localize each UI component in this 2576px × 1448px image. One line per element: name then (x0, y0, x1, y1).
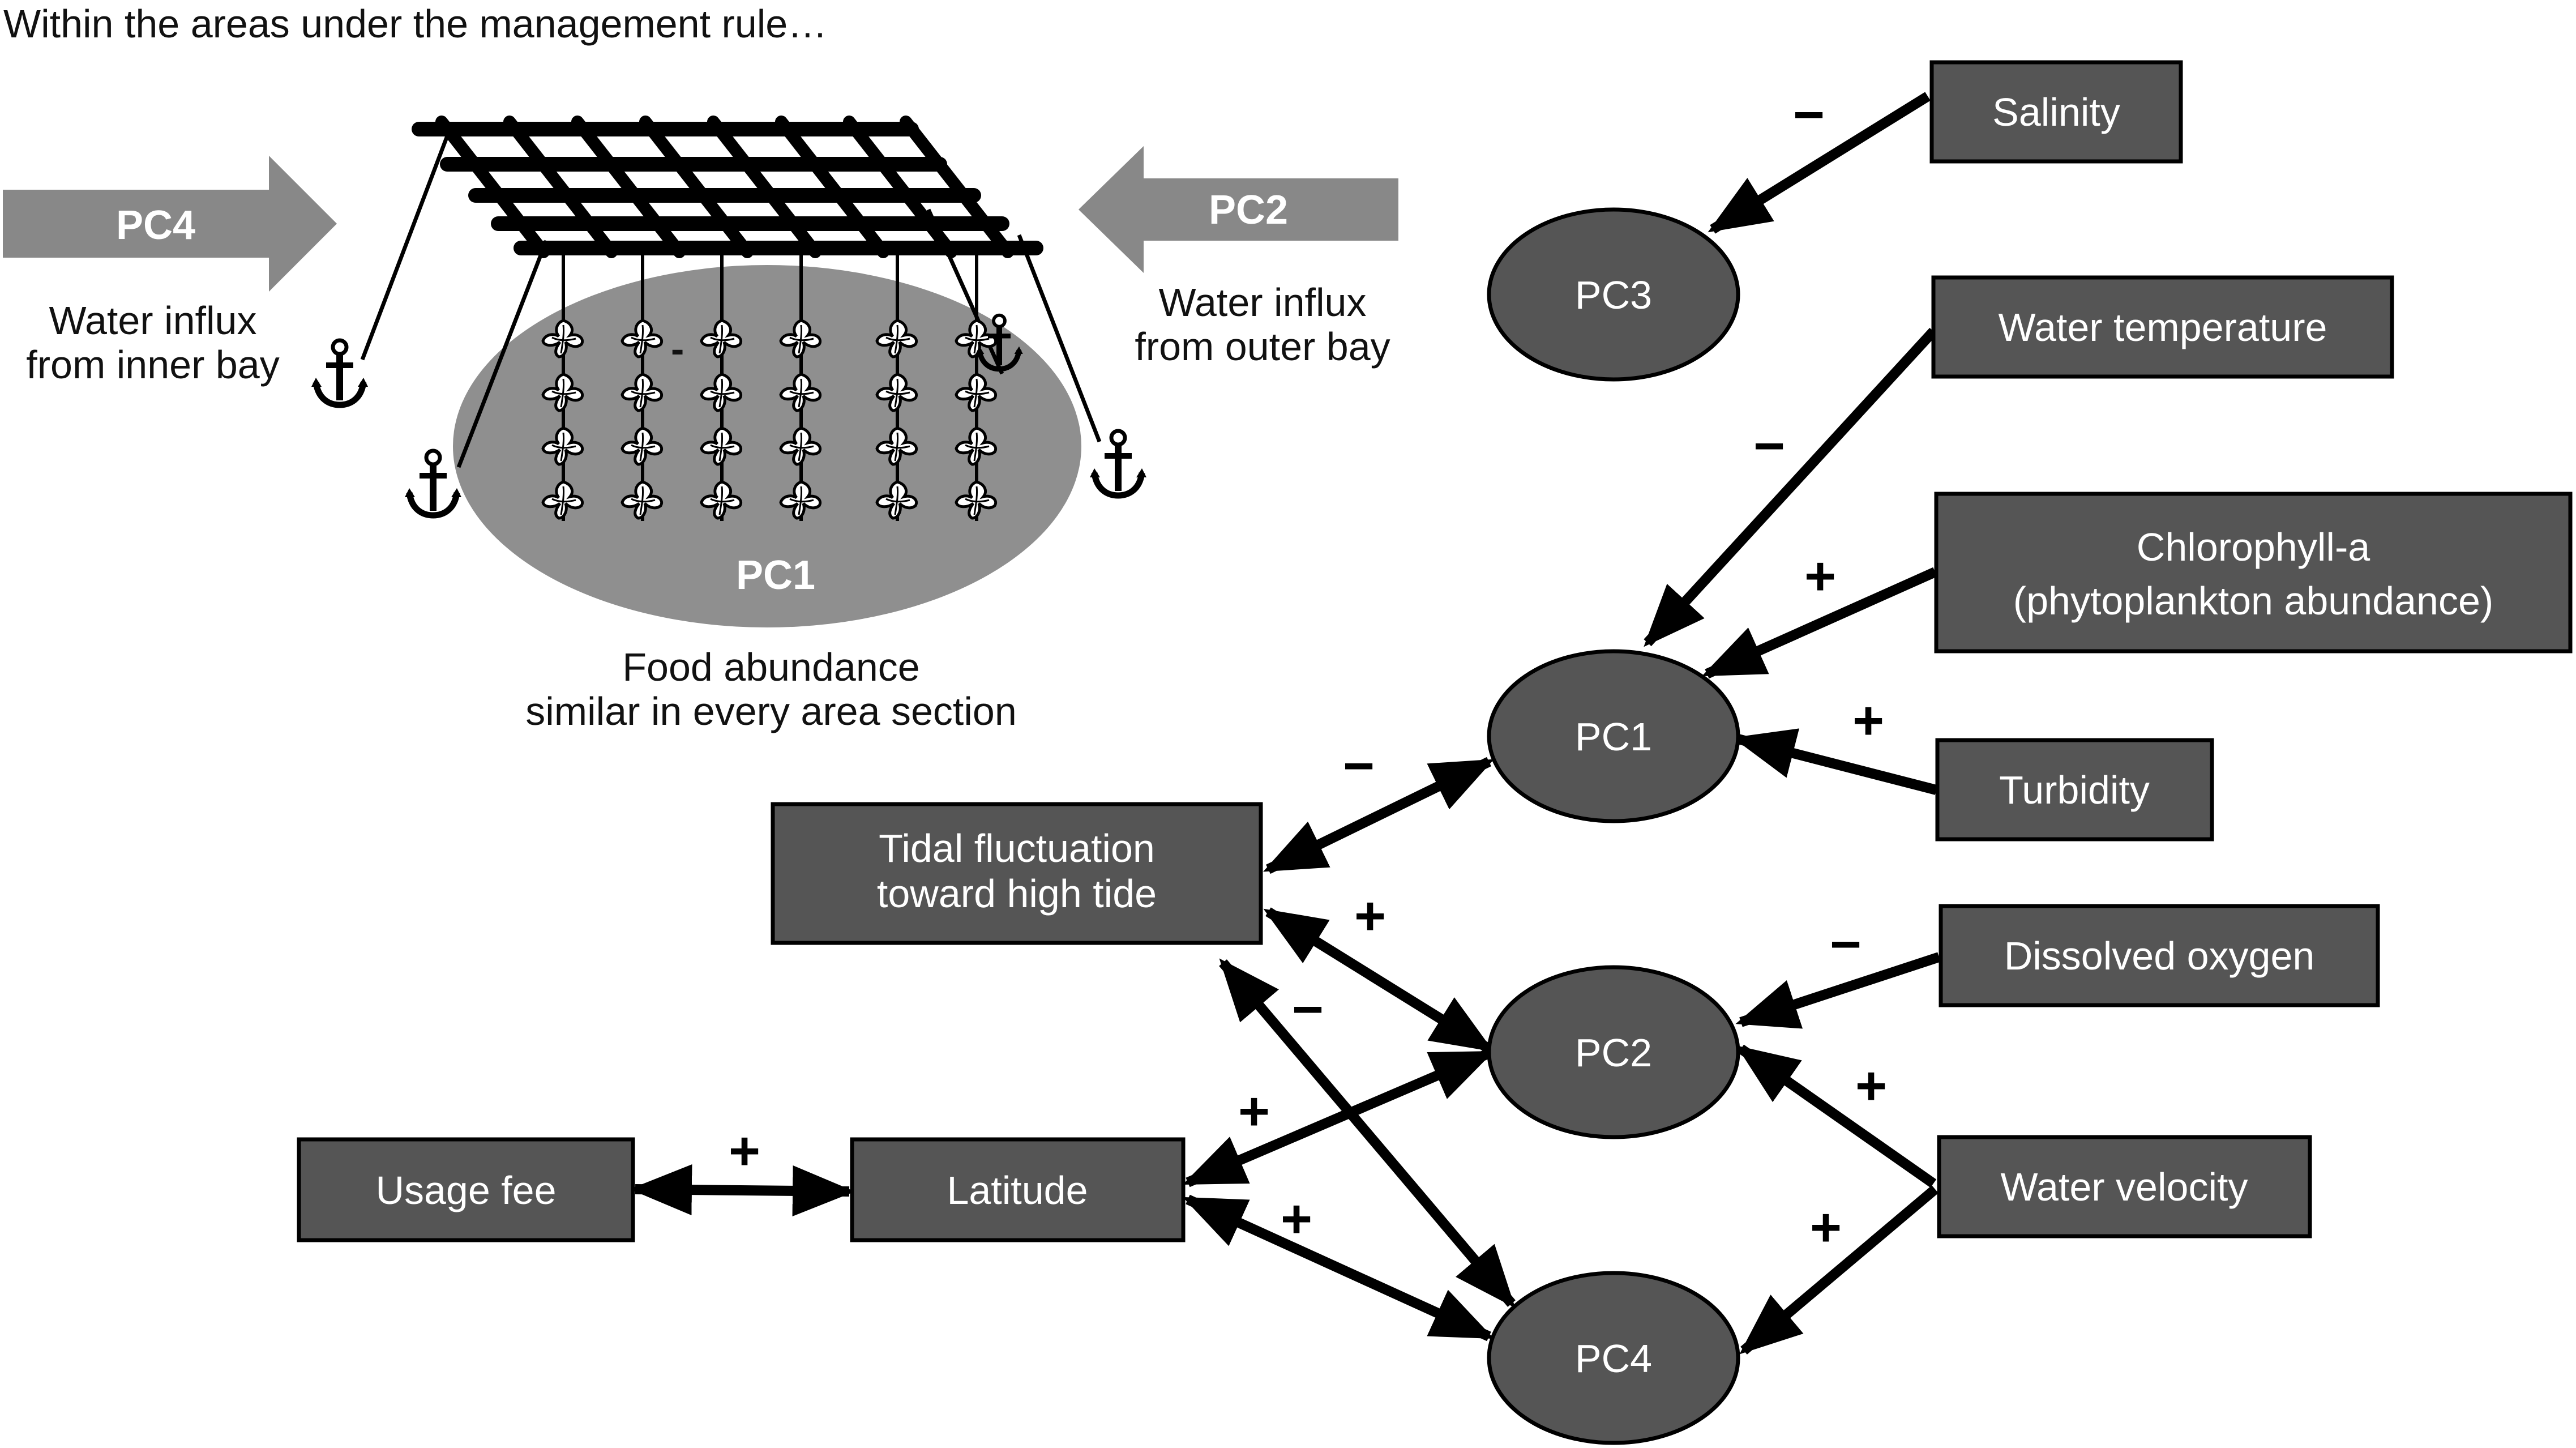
sign-usage-latitude: + (729, 1121, 760, 1181)
sign-tidal-pc4: − (1292, 979, 1324, 1040)
node-chlorophyll-label-line2: (phytoplankton abundance) (2013, 579, 2493, 623)
node-salinity: Salinity (1929, 60, 2183, 164)
node-usage-fee: Usage fee (297, 1137, 635, 1242)
node-pc1: PC1 (1487, 649, 1740, 823)
node-pc3: PC3 (1487, 207, 1740, 382)
node-chlorophyll: Chlorophyll-a (phytoplankton abundance) (1934, 492, 2573, 653)
edge-tidal-pc1 (1263, 757, 1494, 874)
pc2-influx-arrow: PC2 (1079, 146, 1398, 273)
edge-usage-latitude (630, 1164, 855, 1216)
sign-turbidity-pc1: + (1852, 690, 1884, 751)
sign-temperature-pc1: − (1753, 416, 1785, 476)
pc2-caption-line2: from outer bay (1135, 324, 1390, 369)
illustration-minus-sign: - (671, 327, 684, 371)
node-tidal-label-line1: Tidal fluctuation (879, 826, 1155, 870)
node-turbidity-label: Turbidity (1999, 768, 2150, 812)
pc1-area-ellipse (453, 265, 1081, 627)
node-pc4-label: PC4 (1575, 1336, 1652, 1381)
sign-oxygen-pc2: − (1830, 914, 1862, 975)
sign-salinity-pc3: − (1793, 84, 1825, 145)
node-chlorophyll-label-line1: Chlorophyll-a (2137, 525, 2370, 569)
anchor-icon (405, 451, 461, 515)
sign-chlorophyll-pc1: + (1804, 546, 1836, 606)
anchor-icon (311, 340, 368, 405)
raft-grid (412, 116, 1043, 258)
pc4-arrow-label: PC4 (116, 203, 195, 248)
pc4-caption-line1: Water influx (49, 298, 257, 343)
pc1-caption-line1: Food abundance (622, 645, 919, 689)
pc2-arrow-label: PC2 (1209, 187, 1288, 233)
connections (630, 92, 1941, 1355)
edge-chlorophyll-pc1 (1701, 567, 1937, 679)
node-tidal-label-line2: toward high tide (877, 872, 1157, 916)
node-dissolved-oxygen-label: Dissolved oxygen (2004, 934, 2315, 978)
sign-labels: − − + + − + − − + + + + + (729, 84, 1887, 1258)
node-salinity-label: Salinity (1992, 90, 2120, 134)
node-pc2-label: PC2 (1575, 1031, 1652, 1075)
edge-latitude-pc2 (1182, 1048, 1495, 1188)
pc1-area-label: PC1 (736, 553, 815, 598)
node-water-temperature-label: Water temperature (1999, 305, 2327, 349)
pc2-caption-line1: Water influx (1159, 280, 1367, 324)
node-tidal-fluctuation: Tidal fluctuation toward high tide (771, 802, 1263, 945)
node-pc3-label: PC3 (1575, 273, 1652, 317)
node-water-temperature: Water temperature (1931, 275, 2394, 379)
node-water-velocity-label: Water velocity (2001, 1165, 2248, 1209)
node-dissolved-oxygen: Dissolved oxygen (1939, 904, 2380, 1007)
pc1-caption-line2: similar in every area section (525, 689, 1017, 733)
node-pc2: PC2 (1487, 965, 1740, 1139)
sign-tidal-pc1: − (1343, 736, 1375, 796)
node-pc4: PC4 (1487, 1271, 1740, 1445)
figure-title: Within the areas under the management ru… (3, 2, 827, 46)
edge-salinity-pc3 (1708, 92, 1931, 234)
edge-latitude-pc4 (1182, 1194, 1495, 1342)
node-turbidity: Turbidity (1935, 738, 2214, 842)
edge-oxygen-pc2 (1735, 952, 1941, 1029)
edge-velocity-pc4 (1739, 1185, 1939, 1355)
sign-velocity-pc2: + (1855, 1056, 1887, 1116)
sign-latitude-pc2: + (1238, 1081, 1270, 1142)
edge-turbidity-pc1 (1732, 728, 1938, 795)
node-latitude-label: Latitude (947, 1168, 1088, 1212)
pc4-caption-line2: from inner bay (26, 343, 279, 387)
farm-illustration: PC1 (3, 116, 1398, 733)
node-latitude: Latitude (850, 1137, 1186, 1242)
sign-latitude-pc4: + (1281, 1189, 1312, 1249)
node-pc1-label: PC1 (1575, 715, 1652, 759)
edge-velocity-pc2 (1736, 1044, 1937, 1188)
pc4-influx-arrow: PC4 (3, 156, 337, 292)
sign-tidal-pc2: + (1354, 886, 1386, 946)
node-water-velocity: Water velocity (1937, 1135, 2312, 1238)
node-usage-fee-label: Usage fee (375, 1168, 556, 1212)
edge-temperature-pc1 (1644, 327, 1937, 647)
sign-velocity-pc4: + (1810, 1197, 1842, 1258)
